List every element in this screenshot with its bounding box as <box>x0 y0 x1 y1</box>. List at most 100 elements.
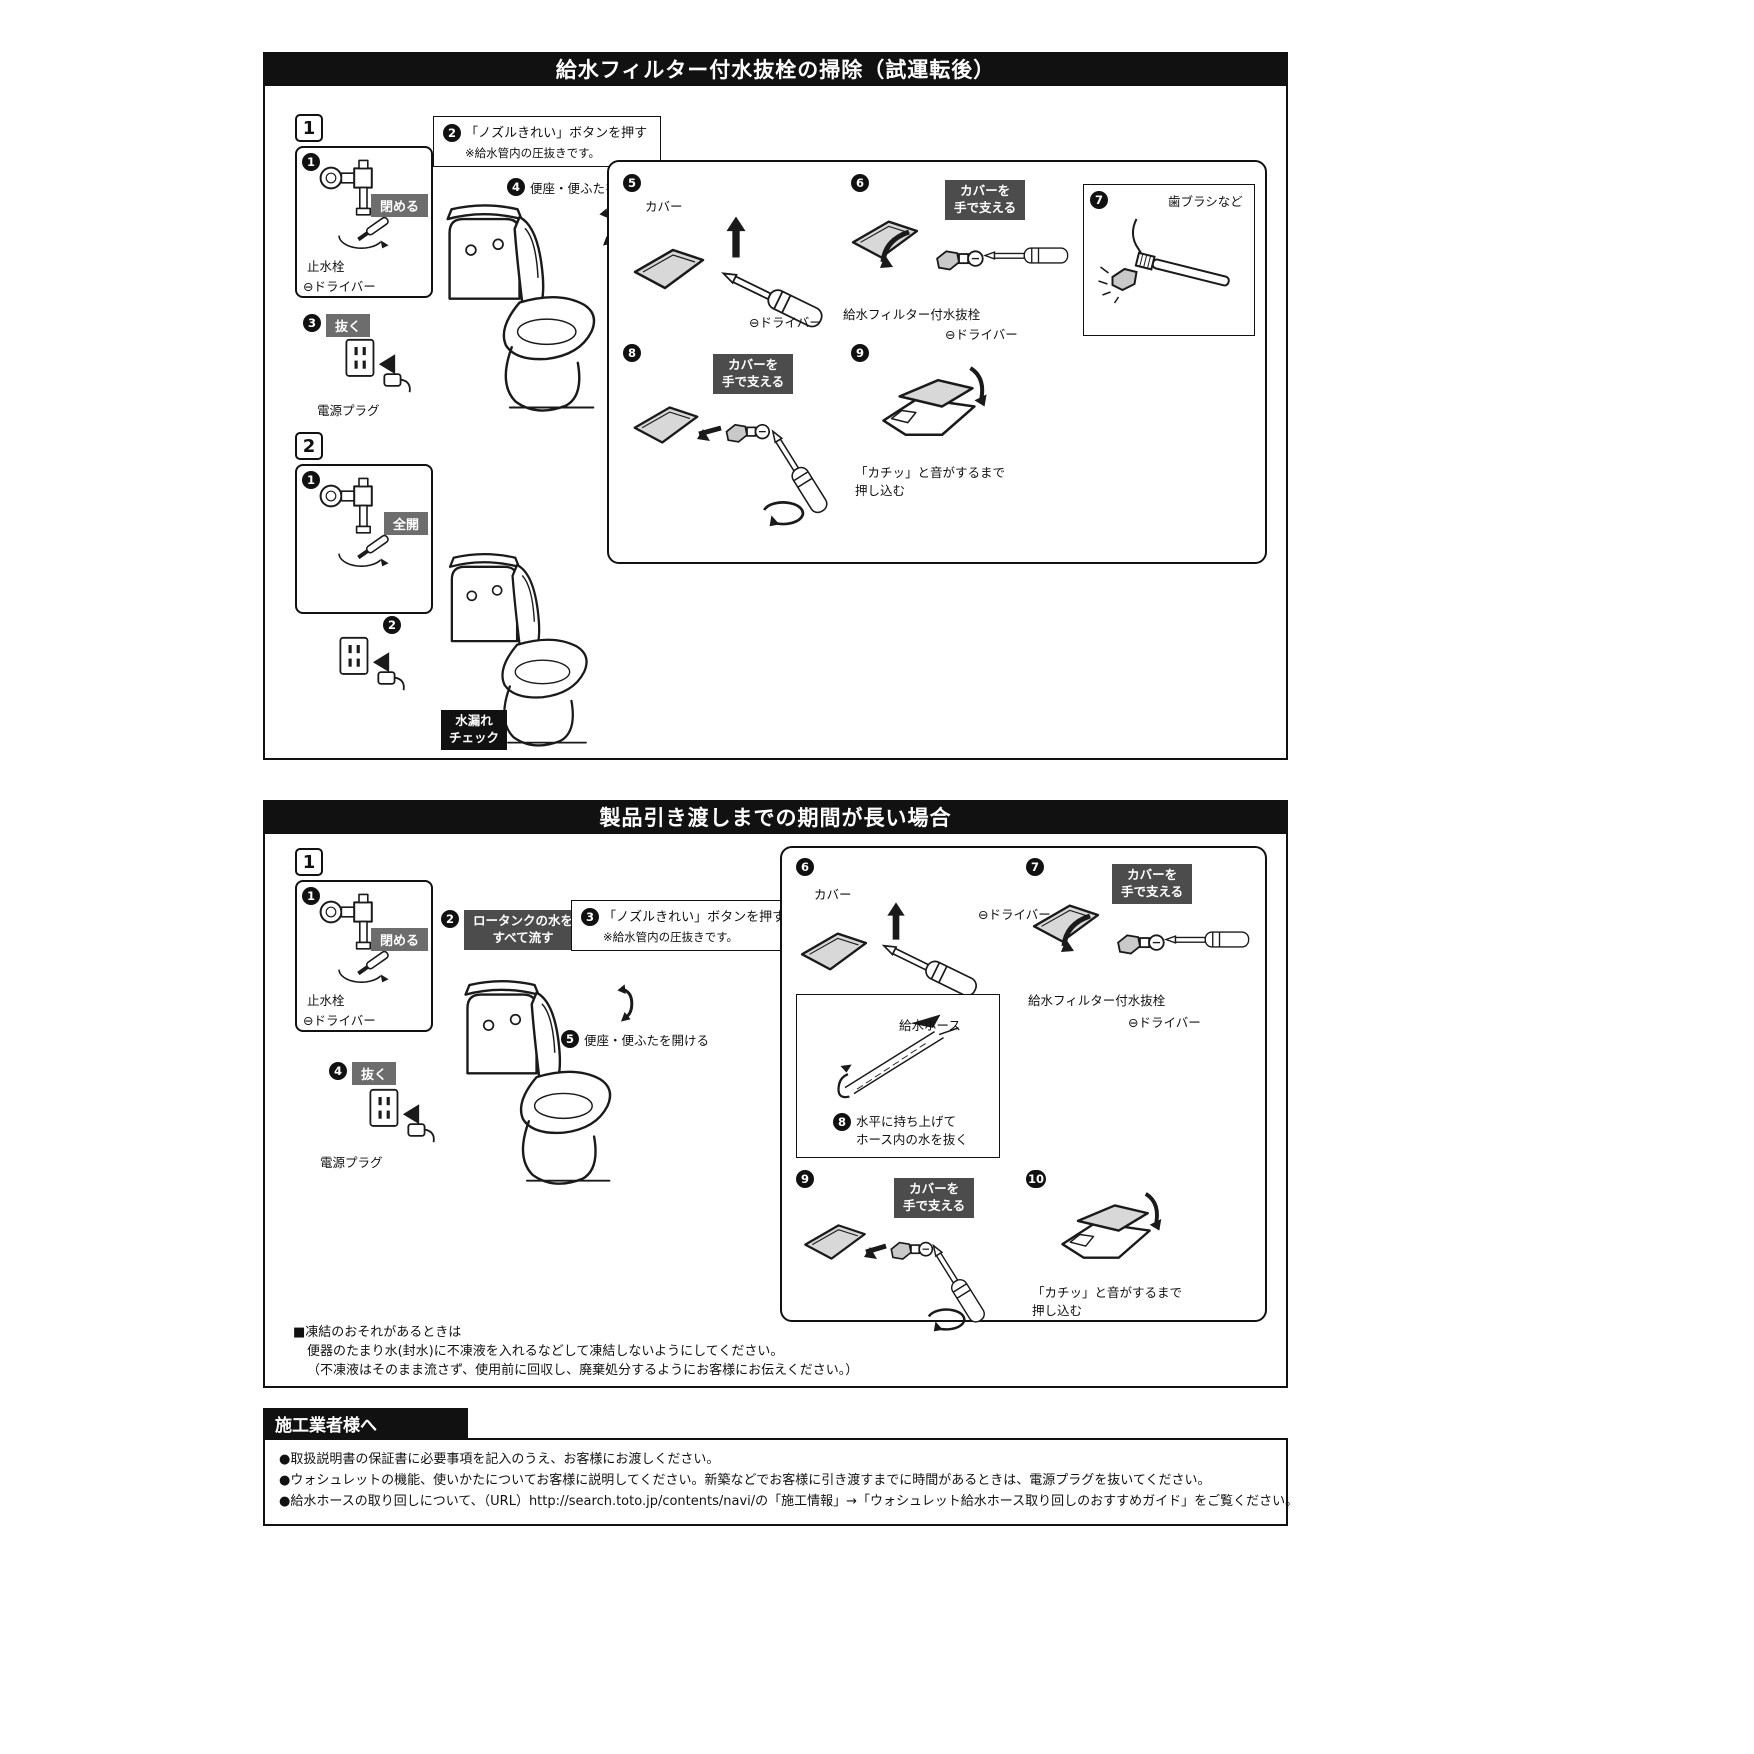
power-plug-illustration <box>333 636 411 692</box>
filter-drain-valve-label: 給水フィルター付水抜栓 <box>1028 993 1166 1008</box>
contractor-bullet: ●給水ホースの取り回しについて、（URL）http://search.toto.… <box>279 1494 1299 1509</box>
nozzle-clean-callout: 2 「ノズルきれい」ボタンを押す ※給水管内の圧抜きです。 <box>433 116 661 167</box>
power-plug-label: 電源プラグ <box>317 403 380 418</box>
hose-drain-box: 給水ホース 8 水平に持ち上げて ホース内の水を抜く <box>796 994 1000 1158</box>
caption-line1: 「カチッ」と音がするまで <box>1032 1285 1183 1300</box>
hose-label: 給水ホース <box>899 1018 961 1033</box>
step-number-badge: 4 <box>329 1062 347 1080</box>
leak-line1: 水漏れ <box>455 713 493 728</box>
freeze-line1: ■凍結のおそれがあるときは <box>293 1325 462 1340</box>
valve-reinsert-illustration <box>804 1224 988 1333</box>
power-plug-label: 電源プラグ <box>320 1155 383 1170</box>
toilet-illustration <box>445 962 630 1197</box>
screwdriver-label: ⊖ドライバー <box>749 315 822 330</box>
cover-removal-illustration <box>800 902 980 1000</box>
stop-valve-panel: 1 閉める 止水栓 ⊖ドライバー <box>295 146 433 298</box>
leak-check-badge: 水漏れ チェック <box>441 710 508 750</box>
step-number-badge: 3 <box>581 908 599 926</box>
step-number-badge: 5 <box>561 1030 579 1048</box>
step-number-badge: 2 <box>443 124 461 142</box>
callout-text: 「ノズルきれい」ボタンを押す <box>465 126 648 141</box>
filter-drain-valve-label: 給水フィルター付水抜栓 <box>843 307 981 322</box>
stop-valve-panel: 1 全開 <box>295 464 433 614</box>
full-open-badge: 全開 <box>383 512 428 535</box>
step-number-badge: 8 <box>623 344 641 362</box>
cover-close-illustration <box>861 362 1001 458</box>
callout-note: ※給水管内の圧抜きです。 <box>603 930 738 944</box>
step-number-badge: 6 <box>851 174 869 192</box>
flush-line2: すべて流す <box>492 929 554 945</box>
hold-line2: 手で支える <box>722 373 785 389</box>
screwdriver-label: ⊖ドライバー <box>945 327 1018 342</box>
stop-valve-label: 止水栓 <box>307 259 345 274</box>
screwdriver-label: ⊖ドライバー <box>303 279 376 294</box>
callout-note: ※給水管内の圧抜きです。 <box>465 146 600 160</box>
hold-line1: カバーを <box>909 1181 960 1196</box>
flush-tank-badge: ロータンクの水を すべて流す <box>464 910 583 950</box>
toothbrush-illustration <box>1092 215 1247 330</box>
screwdriver-label: ⊖ドライバー <box>1128 1015 1201 1030</box>
hold-line2: 手で支える <box>1121 883 1184 899</box>
callout-line: 2 「ノズルきれい」ボタンを押す <box>443 122 651 142</box>
unplug-step: 4 抜く <box>329 1062 397 1085</box>
screwdriver-label: ⊖ドライバー <box>303 1013 376 1028</box>
freeze-warning: ■凍結のおそれがあるときは 便器のたまり水(封水)に不凍液を入れるなどして凍結し… <box>293 1323 858 1380</box>
step-number-badge: 6 <box>796 858 814 876</box>
close-valve-badge: 閉める <box>370 194 428 217</box>
power-plug-illustration <box>363 1088 441 1144</box>
open-seat-label: 便座・便ふたを開ける <box>584 1033 710 1048</box>
valve-reinsert-illustration <box>633 406 831 528</box>
section-long-handover: 製品引き渡しまでの期間が長い場合 1 1 閉める 止水栓 ⊖ドライバー 2 ロー… <box>263 800 1288 1388</box>
open-seat-step: 5 便座・便ふたを開ける <box>561 1030 709 1049</box>
leak-line2: チェック <box>449 729 500 745</box>
stop-valve-panel: 1 閉める 止水栓 ⊖ドライバー <box>295 880 433 1032</box>
section2-title: 製品引き渡しまでの期間が長い場合 <box>265 802 1286 834</box>
step-number-badge: 2 <box>383 616 401 634</box>
caption-line2: ホース内の水を抜く <box>856 1132 968 1148</box>
detail-panel-cleaning: 5 カバー ⊖ドライバー 6 カバーを 手で支える 給水フィルター付水抜栓 ⊖ド… <box>607 160 1267 564</box>
flush-line1: ロータンクの水を <box>473 913 574 928</box>
contractor-tab-title: 施工業者様へ <box>275 1415 377 1436</box>
unplug-badge: 抜く <box>352 1062 397 1085</box>
hold-line1: カバーを <box>728 357 779 372</box>
hold-line2: 手で支える <box>903 1197 966 1213</box>
freeze-line2: 便器のたまり水(封水)に不凍液を入れるなどして凍結しないようにしてください。 <box>307 1344 784 1359</box>
step-number-badge: 4 <box>507 178 525 196</box>
step-marker-2: 2 <box>295 432 323 460</box>
hold-cover-badge: カバーを 手で支える <box>713 354 794 394</box>
step-marker-1: 1 <box>295 114 323 142</box>
stop-valve-label: 止水栓 <box>307 993 345 1008</box>
unplug-badge: 抜く <box>326 314 371 337</box>
contractor-tab: 施工業者様へ <box>263 1408 468 1438</box>
freeze-line3: （不凍液はそのまま流さず、使用前に回収し、廃棄処分するようにお客様にお伝えくださ… <box>307 1363 859 1378</box>
step-number-badge: 1 <box>302 153 320 171</box>
hose-illustration <box>803 1001 993 1113</box>
contractor-bullet: ●取扱説明書の保証書に必要事項を記入のうえ、お客様にお渡しください。 <box>279 1452 720 1467</box>
cover-label: カバー <box>645 199 683 214</box>
step-number-badge: 3 <box>303 314 321 332</box>
hold-line1: カバーを <box>960 183 1011 198</box>
unplug-step: 3 抜く <box>303 314 371 337</box>
close-valve-badge: 閉める <box>370 928 428 951</box>
step-marker-1: 1 <box>295 848 323 876</box>
toothbrush-cleaning-box: 7 歯ブラシなど <box>1083 184 1255 336</box>
contractor-notes-box: ●取扱説明書の保証書に必要事項を記入のうえ、お客様にお渡しください。 ●ウォシュ… <box>263 1438 1299 1526</box>
callout-text: 「ノズルきれい」ボタンを押す <box>603 910 786 925</box>
toothbrush-label: 歯ブラシなど <box>1168 194 1243 209</box>
flush-tank-step: 2 ロータンクの水を すべて流す <box>441 910 583 950</box>
step-number-badge: 8 <box>833 1113 851 1131</box>
detail-panel-handover: 6 カバー ⊖ドライバー 7 カバーを 手で支える 給水フィルター付水抜栓 ⊖ド… <box>780 846 1267 1333</box>
step-number-badge: 9 <box>851 344 869 362</box>
contractor-bullet: ●ウォシュレットの機能、使いかたについてお客様に説明してください。新築などでお客… <box>279 1473 1211 1488</box>
caption-line2: 押し込む <box>1032 1303 1083 1319</box>
step-number-badge: 10 <box>1026 1170 1047 1188</box>
cover-close-illustration <box>1038 1188 1178 1280</box>
step-number-badge: 1 <box>302 471 320 489</box>
hose-drain-caption: 8 水平に持ち上げて ホース内の水を抜く <box>833 1113 968 1149</box>
step-number-badge: 5 <box>623 174 641 192</box>
step-marker-number: 2 <box>302 435 316 457</box>
step-marker-number: 1 <box>302 851 316 873</box>
caption-line2: 押し込む <box>855 483 906 499</box>
click-sound-caption: 「カチッ」と音がするまで 押し込む <box>1032 1284 1182 1320</box>
